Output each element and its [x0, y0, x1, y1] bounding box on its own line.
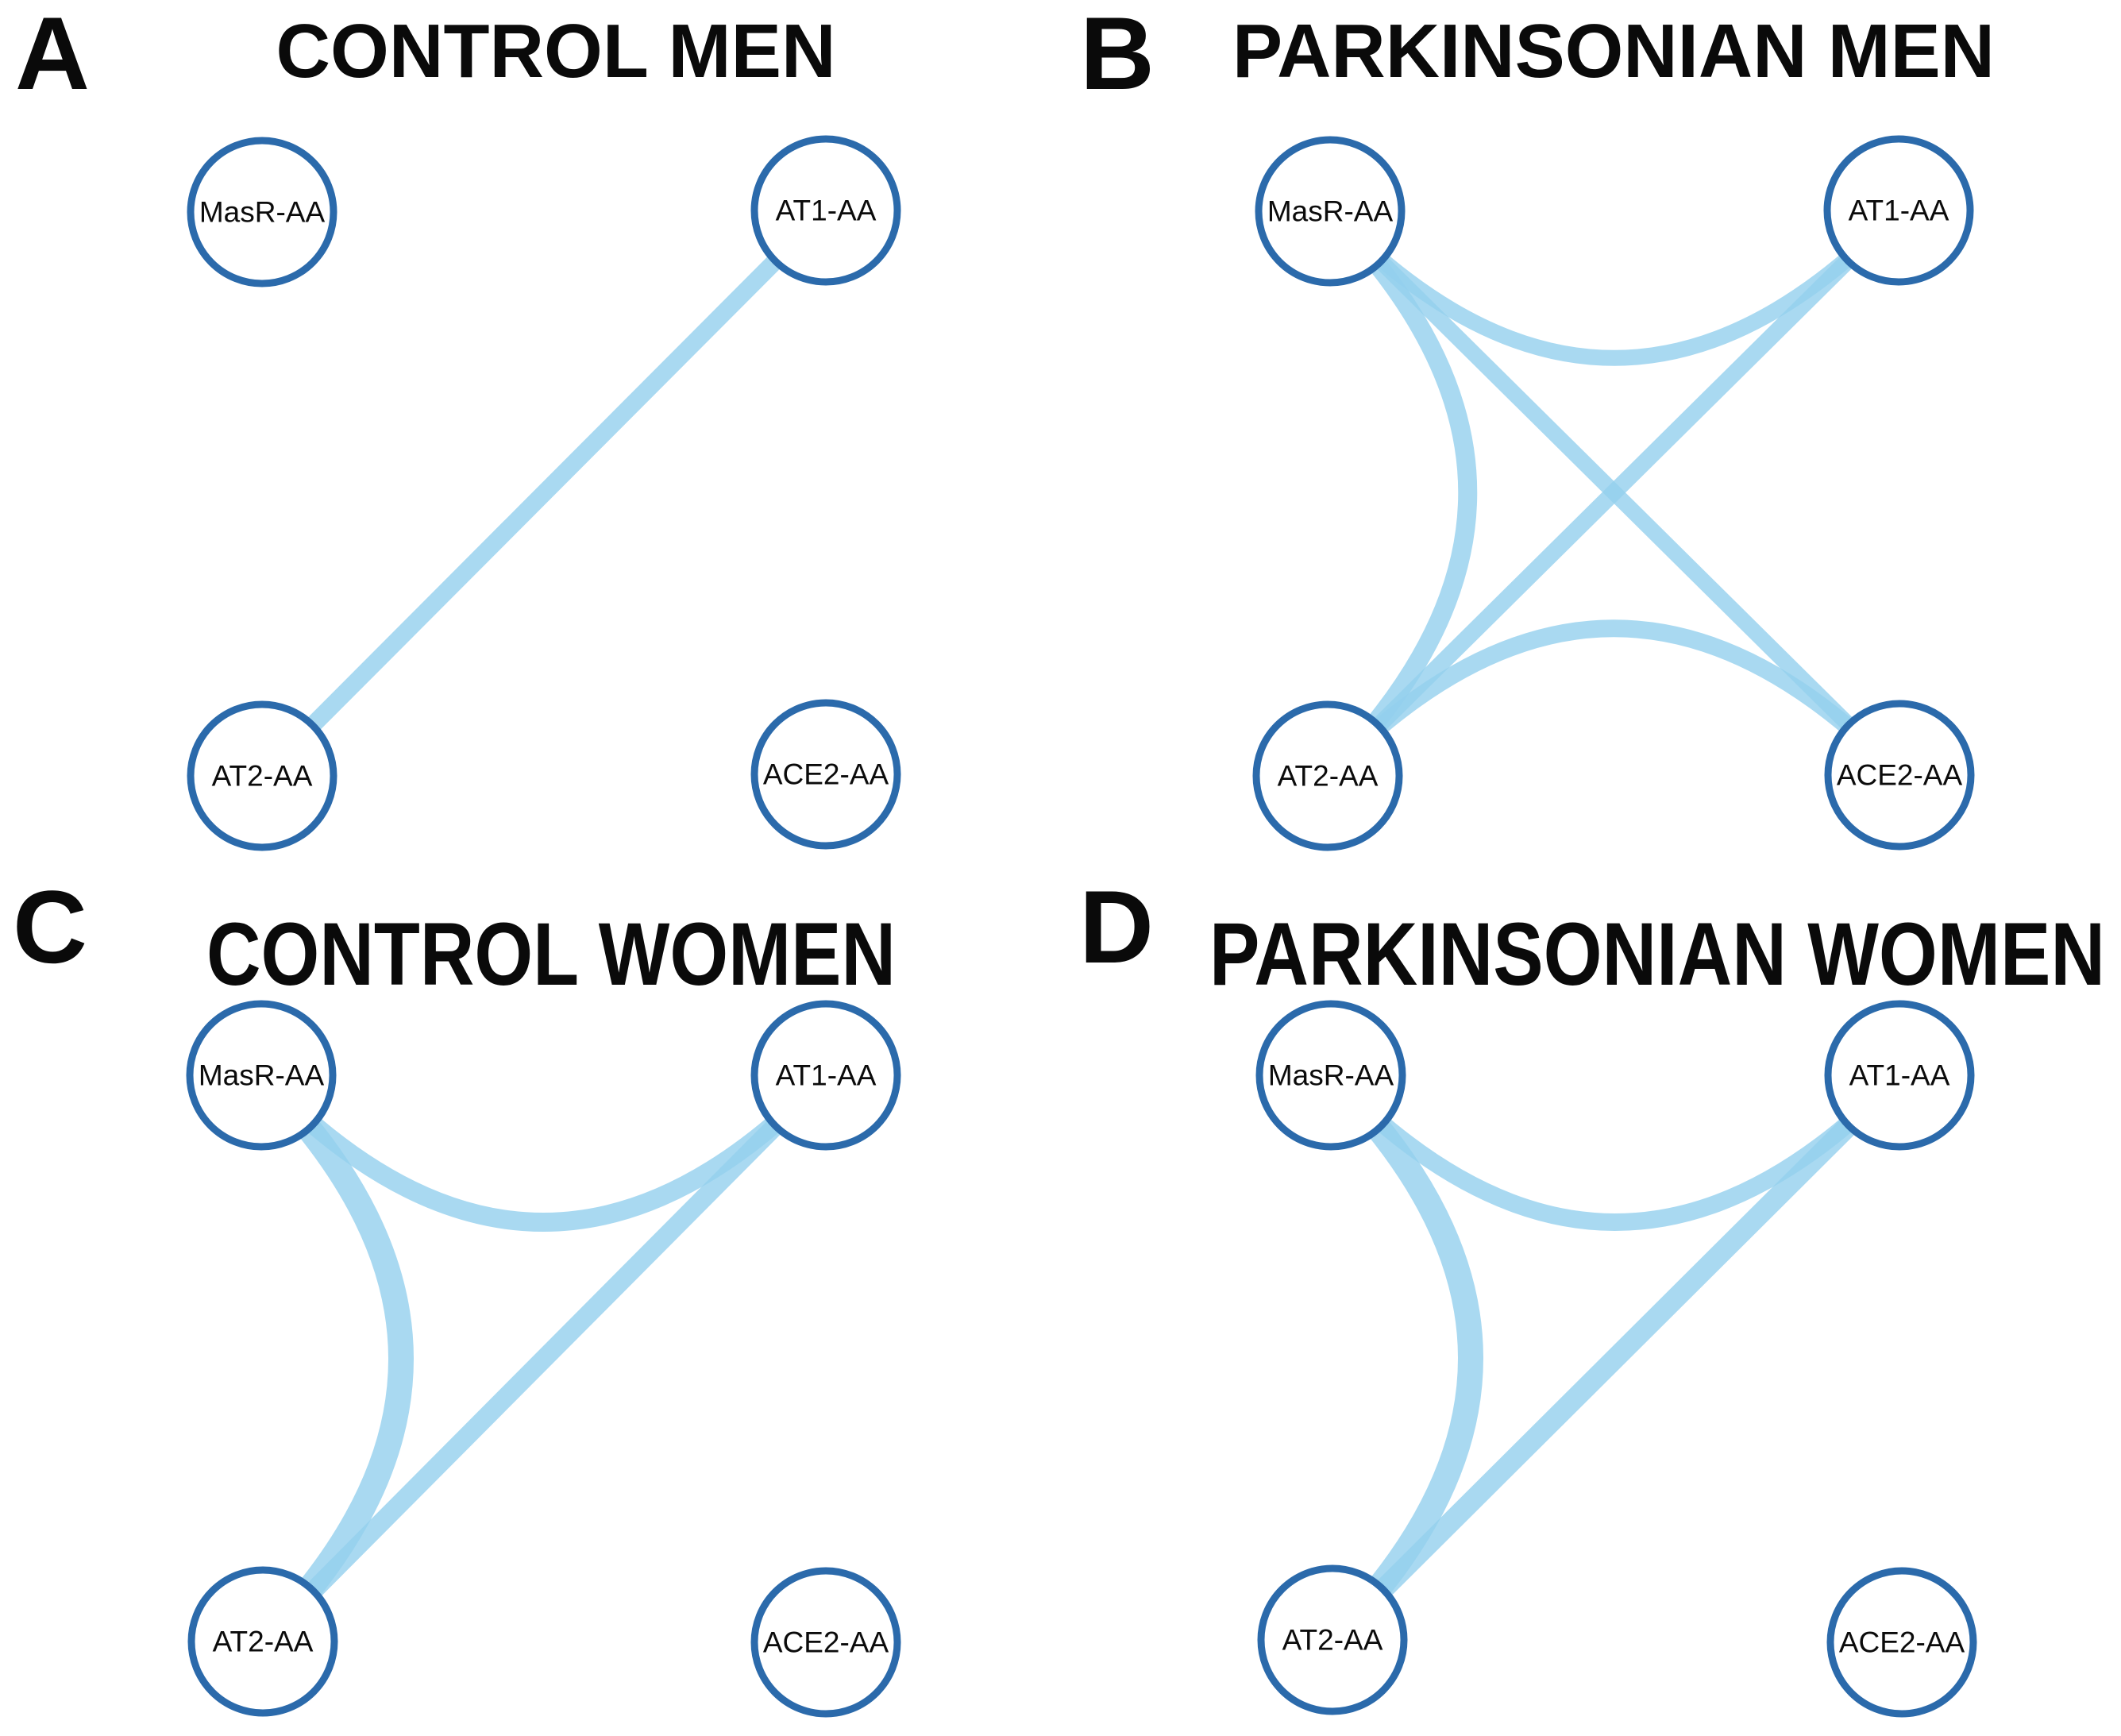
node-circle [1252, 700, 1403, 851]
node-label: ACE2-AA [1839, 1626, 1965, 1659]
node-circle [1824, 700, 1975, 851]
node-ace2-aa: ACE2-AA [1826, 1567, 1977, 1718]
node-circle [187, 137, 337, 287]
node-label: MasR-AA [1267, 195, 1394, 228]
node-at2-aa: AT2-AA [187, 700, 337, 851]
node-circle [1257, 1564, 1408, 1715]
node-at2-aa: AT2-AA [187, 1566, 338, 1717]
node-ace2-aa: ACE2-AA [1824, 700, 1975, 851]
panel-letter-a: A [15, 0, 90, 111]
panel-title-c: CONTROL WOMEN [206, 905, 896, 1004]
node-ace2-aa: ACE2-AA [750, 699, 901, 850]
node-at2-aa: AT2-AA [1252, 700, 1403, 851]
node-masr-aa: MasR-AA [1255, 1000, 1406, 1151]
panel-b: MasR-AA AT1-AA AT2-AA ACE2-AA B PARKINSONIAN … [1080, 0, 1995, 851]
node-circle [750, 1000, 901, 1151]
node-masr-aa: MasR-AA [1255, 136, 1406, 287]
node-circle [187, 700, 337, 851]
node-label: AT1-AA [776, 195, 877, 227]
node-masr-aa: MasR-AA [186, 1000, 337, 1151]
node-at1-aa: AT1-AA [750, 1000, 901, 1151]
node-label: AT2-AA [1282, 1624, 1383, 1657]
node-label: AT2-AA [213, 1626, 314, 1658]
node-label: AT2-AA [1278, 760, 1379, 793]
node-label: AT1-AA [1849, 195, 1949, 227]
panel-letter-d: D [1079, 869, 1154, 985]
panel-letter-c: C [13, 869, 87, 985]
node-label: ACE2-AA [763, 758, 889, 791]
node-circle [750, 1567, 901, 1718]
node-circle [1826, 1567, 1977, 1718]
node-at1-aa: AT1-AA [750, 135, 901, 286]
node-label: MasR-AA [199, 1059, 325, 1092]
panel-c: MasR-AA AT1-AA AT2-AA ACE2-AA C CONTROL WOMEN [13, 869, 901, 1718]
node-circle [1823, 135, 1974, 286]
node-at2-aa: AT2-AA [1257, 1564, 1408, 1715]
edge-at1-aa-at2-aa [1321, 204, 1905, 782]
node-ace2-aa: ACE2-AA [750, 1567, 901, 1718]
node-label: MasR-AA [199, 196, 326, 229]
edge-masr-aa-at2-aa [1321, 204, 1478, 783]
panel-a: MasR-AA AT1-AA AT2-AA ACE2-AA A CONTROL MEN [15, 0, 901, 851]
edge-at1-aa-at2-aa [1325, 1067, 1907, 1648]
node-circle [1255, 1000, 1406, 1151]
panel-d: MasR-AA AT1-AA AT2-AA ACE2-AA D PARKINSONIAN … [1079, 869, 2105, 1718]
panel-title-a: CONTROL MEN [276, 9, 836, 94]
node-label: MasR-AA [1268, 1059, 1394, 1092]
node-masr-aa: MasR-AA [187, 137, 337, 287]
node-circle [186, 1000, 337, 1151]
panel-title-d: PARKINSONIAN WOMEN [1209, 905, 2105, 1004]
node-circle [1255, 136, 1406, 287]
panel-letter-b: B [1080, 0, 1155, 111]
node-circle [750, 699, 901, 850]
node-label: AT1-AA [1849, 1059, 1950, 1092]
edge-at1-aa-at2-aa [256, 1068, 833, 1649]
node-label: ACE2-AA [1837, 759, 1963, 792]
node-label: AT2-AA [212, 760, 313, 793]
node-circle [750, 135, 901, 286]
edge-at2-aa-ace2-aa [1321, 619, 1906, 782]
node-at1-aa: AT1-AA [1824, 1000, 1975, 1151]
node-at1-aa: AT1-AA [1823, 135, 1974, 286]
node-label: ACE2-AA [763, 1626, 889, 1659]
node-circle [187, 1566, 338, 1717]
node-circle [1824, 1000, 1975, 1151]
node-label: AT1-AA [776, 1059, 877, 1092]
edge-at2-aa-at1-aa [256, 204, 832, 782]
panel-title-b: PARKINSONIAN MEN [1232, 9, 1995, 94]
